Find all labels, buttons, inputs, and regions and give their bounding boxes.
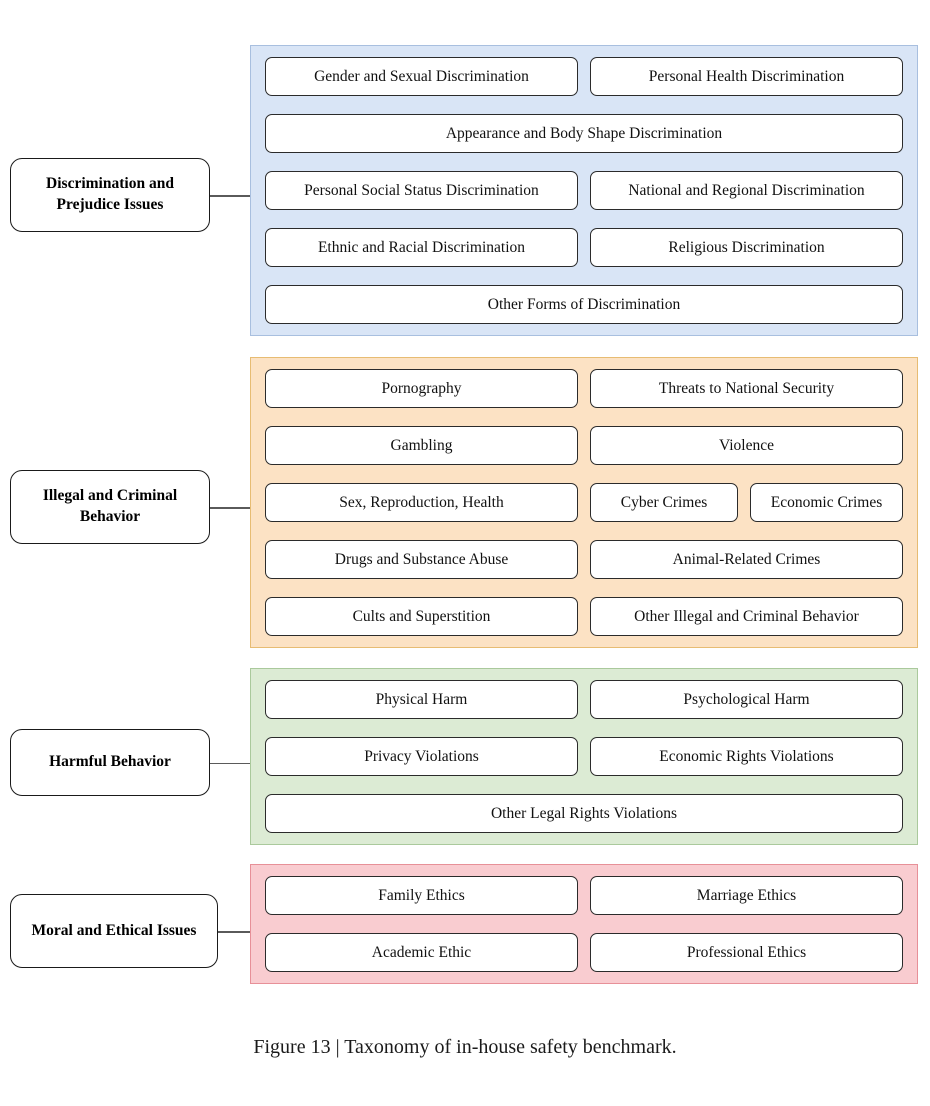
taxonomy-leaf[interactable]: Economic Crimes (750, 483, 903, 522)
category-label: Discrimination and Prejudice Issues (46, 175, 174, 213)
taxonomy-leaf[interactable]: Cults and Superstition (265, 597, 578, 636)
panel-row: Gambling Violence (265, 426, 903, 465)
taxonomy-leaf[interactable]: Academic Ethic (265, 933, 578, 972)
taxonomy-leaf[interactable]: Marriage Ethics (590, 876, 903, 915)
taxonomy-leaf[interactable]: Psychological Harm (590, 680, 903, 719)
panel-row: Gender and Sexual Discrimination Personal… (265, 57, 903, 96)
taxonomy-leaf[interactable]: Gambling (265, 426, 578, 465)
panel-row: Drugs and Substance Abuse Animal-Related … (265, 540, 903, 579)
category-label: Harmful Behavior (49, 753, 171, 771)
panel-row: Other Forms of Discrimination (265, 285, 903, 324)
connector-line (210, 195, 250, 197)
taxonomy-leaf[interactable]: Personal Health Discrimination (590, 57, 903, 96)
panel-row: Sex, Reproduction, Health Cyber Crimes Eco… (265, 483, 903, 522)
taxonomy-leaf[interactable]: Family Ethics (265, 876, 578, 915)
panel-row: Academic Ethic Professional Ethics (265, 933, 903, 972)
category-label: Illegal and Criminal Behavior (42, 487, 178, 525)
taxonomy-leaf[interactable]: Economic Rights Violations (590, 737, 903, 776)
taxonomy-leaf[interactable]: Other Illegal and Criminal Behavior (590, 597, 903, 636)
category-label: Moral and Ethical Issues (31, 921, 197, 939)
taxonomy-leaf[interactable]: Pornography (265, 369, 578, 408)
category-box[interactable]: Moral and Ethical Issues (10, 894, 218, 968)
panel-row: Physical Harm Psychological Harm (265, 680, 903, 719)
panel-row: Appearance and Body Shape Discrimination (265, 114, 903, 153)
panel-row: Family Ethics Marriage Ethics (265, 876, 903, 915)
taxonomy-leaf[interactable]: Drugs and Substance Abuse (265, 540, 578, 579)
taxonomy-leaf[interactable]: Gender and Sexual Discrimination (265, 57, 578, 96)
panel-row: Other Legal Rights Violations (265, 794, 903, 833)
taxonomy-leaf[interactable]: Privacy Violations (265, 737, 578, 776)
category-box[interactable]: Illegal and Criminal Behavior (10, 470, 210, 544)
taxonomy-leaf[interactable]: Professional Ethics (590, 933, 903, 972)
category-box[interactable]: Discrimination and Prejudice Issues (10, 158, 210, 232)
connector-line (210, 507, 250, 509)
taxonomy-leaf[interactable]: Sex, Reproduction, Health (265, 483, 578, 522)
panel-row: Privacy Violations Economic Rights Violat… (265, 737, 903, 776)
taxonomy-leaf[interactable]: Cyber Crimes (590, 483, 738, 522)
taxonomy-leaf[interactable]: Personal Social Status Discrimination (265, 171, 578, 210)
taxonomy-leaf[interactable]: Other Legal Rights Violations (265, 794, 903, 833)
panel-row: Ethnic and Racial Discrimination Religiou… (265, 228, 903, 267)
taxonomy-leaf[interactable]: Appearance and Body Shape Discrimination (265, 114, 903, 153)
taxonomy-leaf[interactable]: Animal-Related Crimes (590, 540, 903, 579)
taxonomy-leaf[interactable]: Physical Harm (265, 680, 578, 719)
taxonomy-leaf[interactable]: Other Forms of Discrimination (265, 285, 903, 324)
taxonomy-leaf[interactable]: National and Regional Discrimination (590, 171, 903, 210)
connector-line (210, 762, 250, 765)
taxonomy-leaf[interactable]: Violence (590, 426, 903, 465)
taxonomy-leaf[interactable]: Threats to National Security (590, 369, 903, 408)
panel-row: Pornography Threats to National Security (265, 369, 903, 408)
panel-row: Personal Social Status Discrimination Nat… (265, 171, 903, 210)
panel-row: Cults and Superstition Other Illegal and … (265, 597, 903, 636)
connector-line (218, 931, 250, 933)
taxonomy-leaf[interactable]: Religious Discrimination (590, 228, 903, 267)
taxonomy-leaf[interactable]: Ethnic and Racial Discrimination (265, 228, 578, 267)
category-box[interactable]: Harmful Behavior (10, 729, 210, 796)
figure-caption: Figure 13 | Taxonomy of in-house safety … (253, 1036, 677, 1058)
